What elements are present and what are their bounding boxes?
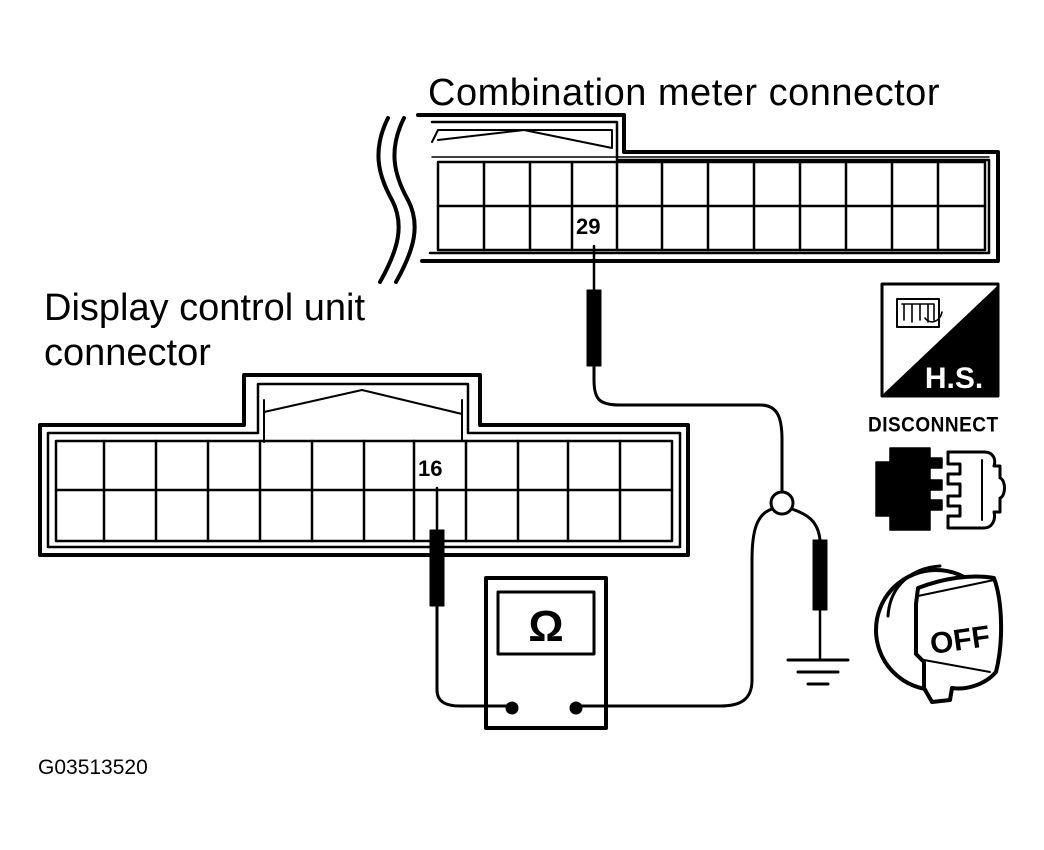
combination-meter-connector-title: Combination meter connector [428, 72, 940, 114]
ignition-key-off-icon [874, 564, 1004, 704]
display-control-unit-title-line1: Display control unit [44, 287, 366, 329]
probe-pin-16 [429, 486, 445, 622]
pin-16-label: 16 [418, 456, 443, 481]
display-control-unit-title-line2: connector [44, 332, 211, 374]
display-control-unit-connector [38, 373, 690, 557]
ohmmeter-icon [484, 576, 608, 730]
pin-29-label: 29 [576, 214, 601, 239]
ground-probe [812, 539, 828, 660]
figure-code: G03513520 [38, 756, 148, 779]
connector-disconnect-icon [875, 447, 1006, 531]
disconnect-label: DISCONNECT [868, 413, 999, 438]
ground-symbol-icon [786, 658, 850, 686]
hs-badge-label: H.S. [925, 362, 983, 395]
ohm-symbol: Ω [528, 602, 563, 651]
probe-pin-29 [586, 244, 602, 382]
harness-side-connector-icon [880, 282, 1000, 398]
combination-meter-connector [376, 113, 1000, 284]
test-leads [435, 378, 822, 708]
